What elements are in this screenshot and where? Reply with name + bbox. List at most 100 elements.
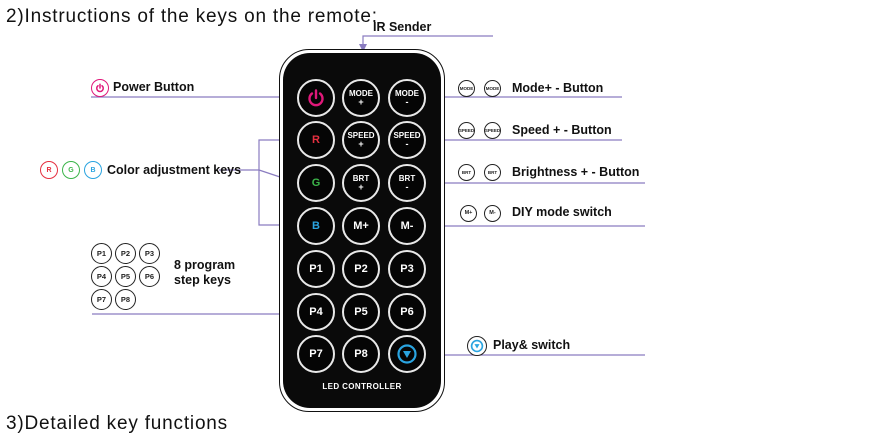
p1-legend-icon: P1 — [91, 243, 112, 264]
p3-legend-icon: P3 — [139, 243, 160, 264]
green-legend-icon: G — [62, 161, 80, 179]
ir-sender-label: IR Sender — [373, 20, 432, 34]
color-line-r — [219, 139, 298, 171]
speed-plus-legend-icon: SPEED — [458, 122, 475, 139]
brightness-minus-label: BRT — [398, 174, 416, 183]
p6-legend-icon: P6 — [139, 266, 160, 287]
p4-key-label: P4 — [309, 306, 323, 318]
red-key-label: R — [312, 134, 320, 146]
mode-minus-legend-icon: MODE — [484, 80, 501, 97]
p6-key-label: P6 — [400, 306, 414, 318]
mode-minus-key[interactable]: MODE - — [388, 79, 426, 117]
power-icon — [96, 83, 104, 93]
power-icon — [308, 89, 324, 107]
p5-key-label: P5 — [354, 306, 368, 318]
color-adjustment-label: Color adjustment keys — [107, 163, 242, 177]
diy-minus-legend-text: M- — [489, 210, 496, 216]
speed-minus-key[interactable]: SPEED - — [388, 121, 426, 159]
ir-sender-line — [362, 35, 493, 50]
p4-key[interactable]: P4 — [297, 293, 335, 331]
detailed-functions-heading: 3)Detailed key functions — [6, 413, 228, 434]
p3-legend-text: P3 — [144, 249, 155, 258]
remote-brand-label: LED CONTROLLER — [322, 382, 402, 391]
p7-legend-text: P7 — [96, 295, 107, 304]
diy-minus-key[interactable]: M- — [388, 207, 426, 245]
speed-button-label: Speed + - Button — [512, 123, 612, 137]
red-key[interactable]: R — [297, 121, 335, 159]
p6-legend-text: P6 — [144, 272, 155, 281]
diy-minus-label: M- — [400, 220, 414, 232]
power-button-label: Power Button — [113, 80, 195, 94]
program-keys-label-line1: 8 program — [174, 258, 236, 272]
speed-minus-legend-text: SPEED — [484, 128, 501, 133]
green-key[interactable]: G — [297, 164, 335, 202]
brightness-minus-legend-text: BRT — [487, 170, 498, 175]
p1-key-label: P1 — [309, 263, 323, 275]
green-legend-letter: G — [68, 166, 74, 174]
p1-legend-text: P1 — [96, 249, 107, 258]
brightness-minus-key[interactable]: BRT - — [388, 164, 426, 202]
play-legend-icon — [467, 336, 487, 356]
p8-key-label: P8 — [354, 348, 368, 360]
brightness-plus-legend-text: BRT — [461, 170, 472, 175]
speed-plus-key[interactable]: SPEED + — [342, 121, 380, 159]
ir-arrowhead — [359, 44, 367, 52]
mode-plus-legend-text: MODE — [459, 86, 474, 91]
speed-plus-sign: + — [358, 139, 364, 149]
brightness-plus-sign: + — [358, 182, 364, 192]
play-switch-icon — [397, 344, 417, 364]
diy-minus-legend-icon: M- — [484, 205, 501, 222]
p5-legend-icon: P5 — [115, 266, 136, 287]
mode-button-label: Mode+ - Button — [512, 81, 604, 95]
mode-plus-legend-icon: MODE — [458, 80, 475, 97]
p2-legend-icon: P2 — [115, 243, 136, 264]
p7-legend-icon: P7 — [91, 289, 112, 310]
diy-plus-key[interactable]: M+ — [342, 207, 380, 245]
instructions-heading: 2)Instructions of the keys on the remote… — [6, 6, 378, 27]
power-key[interactable] — [297, 79, 335, 117]
red-legend-icon: R — [40, 161, 58, 179]
p3-key[interactable]: P3 — [388, 250, 426, 288]
diy-plus-legend-icon: M+ — [460, 205, 477, 222]
blue-key[interactable]: B — [297, 207, 335, 245]
p2-key[interactable]: P2 — [342, 250, 380, 288]
red-legend-letter: R — [46, 166, 52, 174]
brightness-plus-label: BRT — [352, 174, 370, 183]
p2-key-label: P2 — [354, 263, 368, 275]
blue-key-label: B — [312, 220, 320, 232]
blue-legend-icon: B — [84, 161, 102, 179]
brightness-minus-legend-icon: BRT — [484, 164, 501, 181]
diy-plus-label: M+ — [353, 220, 369, 232]
p5-legend-text: P5 — [120, 272, 131, 281]
p3-key-label: P3 — [400, 263, 414, 275]
p7-key-label: P7 — [309, 348, 323, 360]
mode-plus-key[interactable]: MODE + — [342, 79, 380, 117]
p8-legend-icon: P8 — [115, 289, 136, 310]
p7-key[interactable]: P7 — [297, 335, 335, 373]
speed-minus-sign: - — [405, 139, 409, 149]
brightness-plus-key[interactable]: BRT + — [342, 164, 380, 202]
mode-minus-label: MODE — [395, 89, 419, 98]
diy-plus-legend-text: M+ — [464, 210, 473, 216]
speed-plus-legend-text: SPEED — [458, 128, 475, 133]
brightness-plus-legend-icon: BRT — [458, 164, 475, 181]
play-switch-icon — [470, 339, 484, 353]
diy-mode-label: DIY mode switch — [512, 205, 612, 219]
play-switch-key[interactable] — [388, 335, 426, 373]
p8-legend-text: P8 — [120, 295, 131, 304]
p8-key[interactable]: P8 — [342, 335, 380, 373]
p1-key[interactable]: P1 — [297, 250, 335, 288]
p4-legend-icon: P4 — [91, 266, 112, 287]
brightness-button-label: Brightness + - Button — [512, 165, 640, 179]
mode-minus-sign: - — [405, 97, 409, 107]
p2-legend-text: P2 — [120, 249, 131, 258]
play-switch-label: Play& switch — [493, 338, 571, 352]
speed-plus-label: SPEED — [347, 131, 375, 140]
program-keys-label-line2: step keys — [174, 273, 231, 287]
brightness-minus-sign: - — [405, 182, 409, 192]
p6-key[interactable]: P6 — [388, 293, 426, 331]
speed-minus-label: SPEED — [393, 131, 421, 140]
p5-key[interactable]: P5 — [342, 293, 380, 331]
blue-legend-letter: B — [90, 166, 96, 174]
